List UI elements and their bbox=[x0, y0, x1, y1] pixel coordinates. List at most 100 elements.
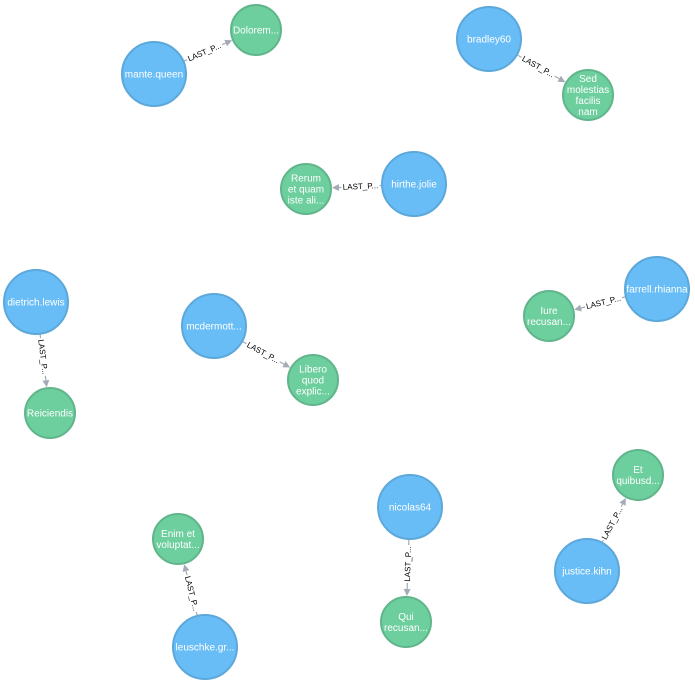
node-label: Et bbox=[633, 465, 643, 476]
relationship-label-background bbox=[34, 337, 52, 377]
relationship-label-background bbox=[243, 338, 283, 368]
arrowhead-icon bbox=[331, 183, 340, 191]
node-label: Dolorem... bbox=[233, 26, 279, 37]
post-node-circle bbox=[523, 290, 575, 342]
relationship-label-background bbox=[598, 503, 627, 544]
node-label: bradley60 bbox=[467, 35, 511, 46]
relationship-label: LAST_P... bbox=[520, 54, 555, 79]
relationship-label-group: LAST_P... bbox=[341, 179, 380, 194]
relationship-label-background bbox=[401, 544, 415, 584]
post-node-circle bbox=[152, 513, 204, 565]
node-label: Iure bbox=[540, 306, 558, 317]
relationship-label-group: LAST_P... bbox=[34, 337, 52, 377]
arrowhead-icon bbox=[557, 75, 566, 83]
node-label: nicolas64 bbox=[389, 503, 432, 514]
relationship-edge[interactable]: LAST_P... bbox=[331, 179, 383, 194]
node-label: recusan... bbox=[384, 623, 428, 634]
arrowhead-icon bbox=[224, 39, 233, 47]
relationship-edge[interactable]: LAST_P... bbox=[574, 291, 627, 313]
arrowhead-icon bbox=[182, 564, 190, 572]
node-label: iste ali... bbox=[288, 196, 325, 207]
user-node[interactable]: justice.kihn bbox=[554, 538, 620, 604]
relationship-label-group: LAST_P... bbox=[243, 338, 283, 368]
post-node[interactable]: Iurerecusan... bbox=[523, 290, 575, 342]
arrowhead-icon bbox=[282, 361, 291, 368]
arrowhead-icon bbox=[619, 497, 626, 506]
user-node-circle bbox=[121, 41, 187, 107]
post-node-circle bbox=[230, 4, 282, 56]
user-node-circle bbox=[377, 474, 443, 540]
relationship-label-group: LAST_P... bbox=[401, 544, 415, 584]
relationship-label: LAST_P... bbox=[403, 546, 413, 582]
relationship-label-background bbox=[184, 39, 225, 66]
post-node[interactable]: Dolorem... bbox=[230, 4, 282, 56]
user-node-circle bbox=[181, 293, 247, 359]
relationship-label-background bbox=[341, 179, 380, 194]
arrowhead-icon bbox=[574, 304, 582, 312]
node-label: explic... bbox=[296, 387, 330, 398]
relationship-label-group: LAST_P... bbox=[598, 503, 627, 544]
node-label: Enim et bbox=[161, 529, 195, 540]
user-node-circle bbox=[456, 6, 522, 72]
user-node[interactable]: farrell.rhianna bbox=[624, 256, 690, 322]
post-node[interactable]: Enim etvoluptat... bbox=[152, 513, 204, 565]
node-label: facilis bbox=[575, 96, 600, 107]
post-node-circle bbox=[287, 354, 339, 406]
node-label: dietrich.lewis bbox=[7, 298, 64, 309]
relationship-edge[interactable]: LAST_P... bbox=[598, 497, 627, 544]
node-label: et quam bbox=[288, 185, 324, 196]
node-label: hirthe.jolie bbox=[391, 180, 437, 191]
relationship-edge[interactable]: LAST_P... bbox=[34, 333, 52, 388]
node-label: mante.queen bbox=[125, 70, 183, 81]
node-label: farrell.rhianna bbox=[626, 285, 688, 296]
relationship-edge[interactable]: LAST_P... bbox=[181, 564, 203, 617]
node-label: quod bbox=[302, 376, 324, 387]
post-node[interactable]: Liberoquodexplic... bbox=[287, 354, 339, 406]
post-node[interactable]: Etquibusd... bbox=[612, 449, 664, 501]
relationship-label: LAST_P... bbox=[343, 181, 379, 192]
user-node[interactable]: nicolas64 bbox=[377, 474, 443, 540]
relationship-label-group: LAST_P... bbox=[184, 39, 225, 66]
user-node-circle bbox=[554, 538, 620, 604]
user-node[interactable]: leuschke.gr... bbox=[172, 614, 238, 680]
relationship-label-group: LAST_P... bbox=[583, 291, 624, 313]
post-node-circle bbox=[562, 69, 614, 121]
relationship-label-background bbox=[583, 291, 624, 313]
node-label: Libero bbox=[299, 365, 327, 376]
node-label: justice.kihn bbox=[561, 567, 611, 578]
user-node-circle bbox=[381, 151, 447, 217]
relationship-label: LAST_P... bbox=[36, 339, 49, 375]
node-label: Reiciendis bbox=[27, 409, 73, 420]
node-label: quibusd... bbox=[616, 476, 659, 487]
relationship-label-group: LAST_P... bbox=[181, 573, 203, 614]
node-label: Sed bbox=[579, 74, 597, 85]
node-label: molestias bbox=[567, 85, 609, 96]
node-label: leuschke.gr... bbox=[176, 643, 235, 654]
post-node-circle bbox=[612, 449, 664, 501]
user-node[interactable]: bradley60 bbox=[456, 6, 522, 72]
post-node-circle bbox=[380, 596, 432, 648]
node-label: recusan... bbox=[527, 317, 571, 328]
relationship-edge[interactable]: LAST_P... bbox=[183, 39, 233, 66]
relationship-edge[interactable]: LAST_P... bbox=[516, 52, 566, 83]
user-node-circle bbox=[3, 269, 69, 335]
user-node[interactable]: hirthe.jolie bbox=[381, 151, 447, 217]
node-label: Qui bbox=[398, 612, 414, 623]
relationship-label-background bbox=[518, 52, 558, 82]
post-node-circle bbox=[280, 163, 332, 215]
relationship-edge[interactable]: LAST_P... bbox=[241, 338, 291, 368]
user-node[interactable]: mante.queen bbox=[121, 41, 187, 107]
relationship-edge[interactable]: LAST_P... bbox=[401, 538, 415, 597]
arrowhead-icon bbox=[403, 588, 411, 597]
relationship-label-group: LAST_P... bbox=[518, 52, 558, 82]
post-node[interactable]: Quirecusan... bbox=[380, 596, 432, 648]
post-node-circle bbox=[24, 387, 76, 439]
user-node-circle bbox=[172, 614, 238, 680]
user-node[interactable]: mcdermott... bbox=[181, 293, 247, 359]
node-label: mcdermott... bbox=[186, 322, 242, 333]
post-node[interactable]: Reiciendis bbox=[24, 387, 76, 439]
user-node[interactable]: dietrich.lewis bbox=[3, 269, 69, 335]
